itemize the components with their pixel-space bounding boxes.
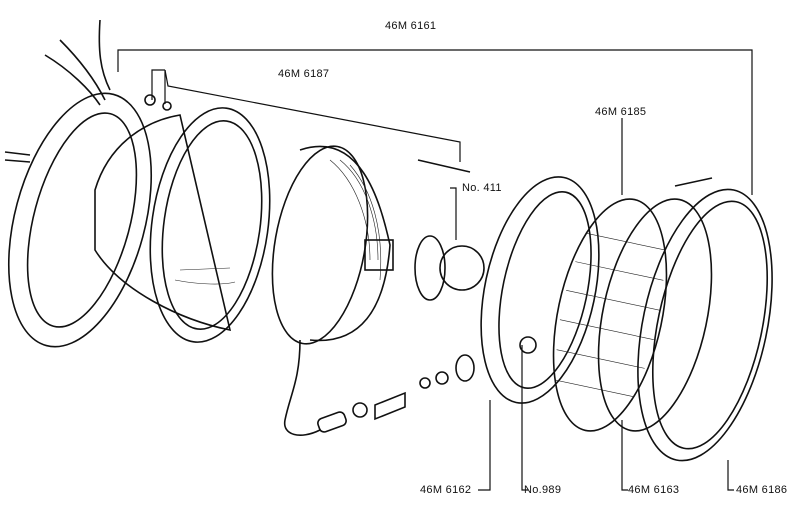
reflector-bowl bbox=[271, 145, 391, 345]
label-46m-6163: 46M 6163 bbox=[628, 484, 680, 496]
mounting-plate bbox=[4, 92, 153, 348]
label-46m-6187: 46M 6187 bbox=[278, 68, 330, 80]
inner-rim bbox=[480, 176, 600, 404]
light-unit bbox=[552, 198, 668, 432]
label-46m-6186: 46M 6186 bbox=[736, 484, 788, 496]
small-parts bbox=[144, 94, 713, 433]
bulb-holder bbox=[364, 235, 485, 301]
label-46m-6161: 46M 6161 bbox=[385, 20, 437, 32]
wires bbox=[44, 19, 321, 436]
label-no-411: No. 411 bbox=[462, 182, 502, 194]
label-46m-6185: 46M 6185 bbox=[595, 106, 647, 118]
headlamp-shell bbox=[94, 107, 271, 343]
label-no-989: No.989 bbox=[524, 484, 562, 496]
outer-rim bbox=[637, 188, 773, 462]
retaining-ring bbox=[597, 198, 713, 432]
label-46m-6162: 46M 6162 bbox=[420, 484, 472, 496]
leader-lines bbox=[117, 49, 753, 491]
